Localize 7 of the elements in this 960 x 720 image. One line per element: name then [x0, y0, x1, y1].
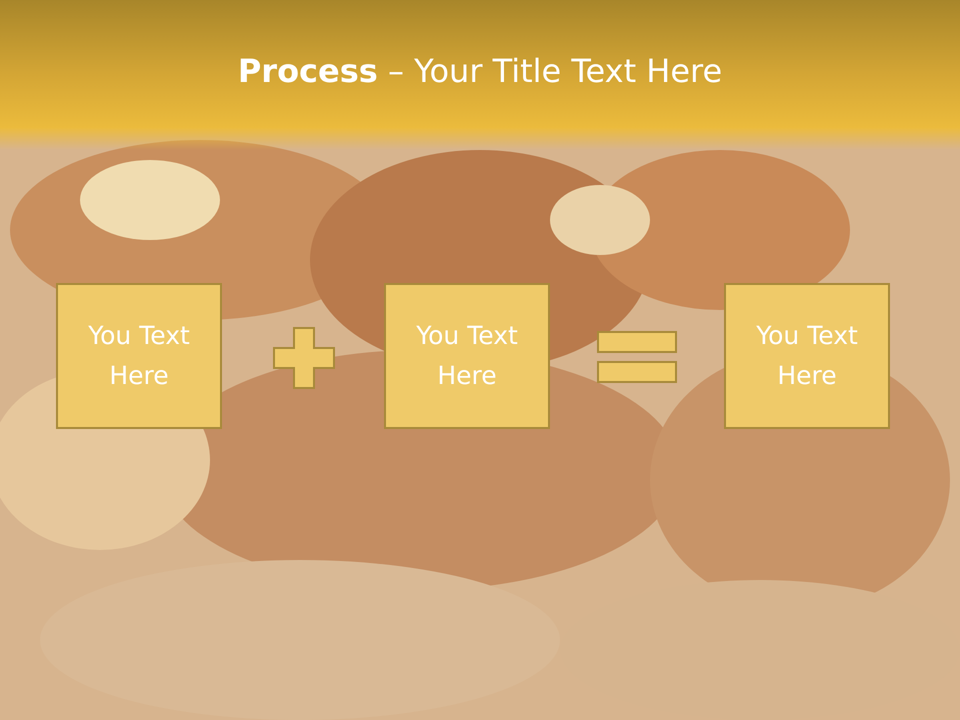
box-text: You Text Here [87, 320, 191, 392]
title: Process – Your Title Text Here [238, 52, 722, 90]
process-box [56, 283, 222, 429]
process-box [384, 283, 550, 429]
process-box [724, 283, 890, 429]
box-text: You Text Here [755, 320, 859, 392]
box-text: You Text Here [415, 320, 519, 392]
